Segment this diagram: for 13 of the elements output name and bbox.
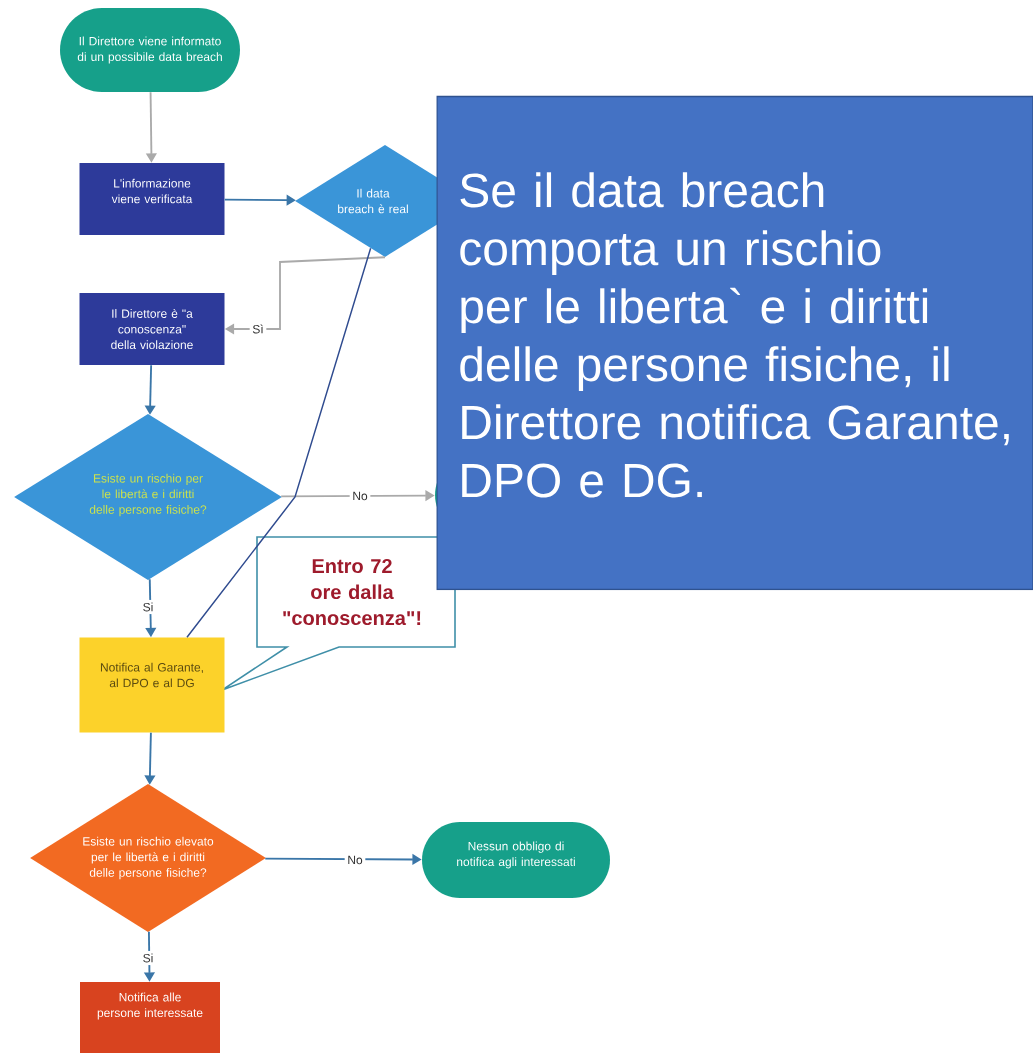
edge-label: No xyxy=(349,489,371,503)
terminal-box: Nessun obbligo di notifica agli interessati xyxy=(422,822,610,898)
edge-label: Si xyxy=(140,599,156,615)
process-box: L'informazione viene verificata xyxy=(79,163,225,235)
edge-label: No xyxy=(344,853,366,867)
terminal-box: Il Direttore viene informato di un possibile data breach xyxy=(60,8,240,92)
edge-label: Si xyxy=(140,950,156,966)
process-box: Notifica alle persone interessate xyxy=(80,982,220,1053)
connector-line xyxy=(186,247,372,638)
note-tooltip: Se il data breach comporta un rischio per le liberta` e i diritti delle persone fisiche, il Direttore notifica Garante, DPO e DG. xyxy=(436,95,1033,591)
process-box: Il Direttore è "a conoscenza" della violazione xyxy=(79,293,225,365)
edge-label: Sì xyxy=(249,321,267,337)
process-box: Notifica al Garante, al DPO e al DG xyxy=(79,637,225,733)
